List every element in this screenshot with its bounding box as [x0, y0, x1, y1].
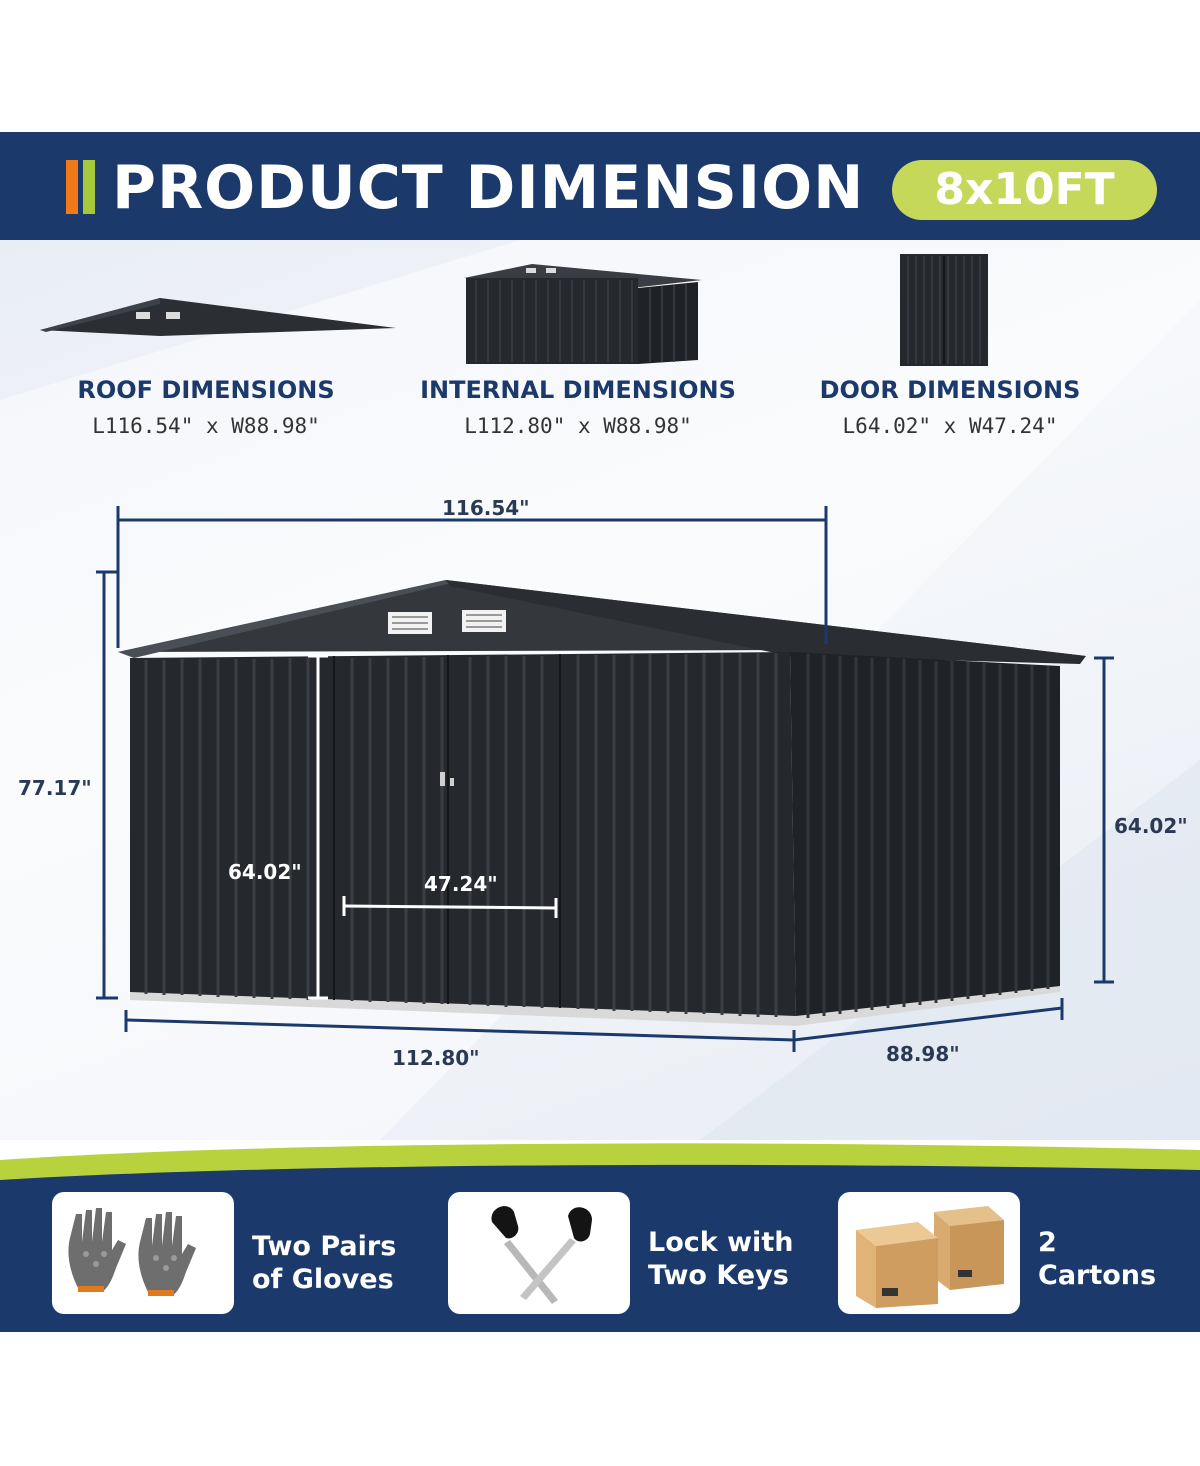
size-badge: 8x10FT: [892, 160, 1157, 220]
base-width-measure: 88.98": [886, 1042, 960, 1066]
keys-text: Lock with Two Keys: [648, 1227, 794, 1291]
door-width-measure: 47.24": [424, 872, 498, 896]
internal-thumbnail: [464, 264, 702, 364]
keys-icon: [491, 1206, 592, 1304]
header-accent-bars: [66, 160, 100, 214]
cartons-text: 2 Cartons: [1038, 1227, 1157, 1291]
door-height-measure: 64.02": [228, 860, 302, 884]
cartons-card: [838, 1192, 1020, 1314]
roof-dimensions-value: L116.54" x W88.98": [92, 414, 320, 438]
total-height-measure: 77.17": [18, 776, 92, 800]
door-dimensions-value: L64.02" x W47.24": [842, 414, 1058, 438]
gloves-text: Two Pairs of Gloves: [252, 1231, 397, 1295]
page-title: PRODUCT DIMENSION: [112, 153, 865, 223]
internal-dimensions-value: L112.80" x W88.98": [464, 414, 692, 438]
door-thumbnail: [900, 254, 988, 366]
shed-illustration: [96, 506, 1114, 1052]
roof-length-measure: 116.54": [442, 496, 530, 520]
base-length-measure: 112.80": [392, 1046, 480, 1070]
keys-card: [448, 1192, 630, 1314]
wall-height-measure: 64.02": [1114, 814, 1188, 838]
internal-dimensions-label: INTERNAL DIMENSIONS: [420, 376, 736, 404]
gloves-icon: [68, 1208, 196, 1296]
roof-dimensions-label: ROOF DIMENSIONS: [77, 376, 335, 404]
roof-thumbnail: [40, 298, 396, 336]
gloves-card: [52, 1192, 234, 1314]
cartons-icon: [856, 1206, 1004, 1308]
door-dimensions-label: DOOR DIMENSIONS: [819, 376, 1081, 404]
